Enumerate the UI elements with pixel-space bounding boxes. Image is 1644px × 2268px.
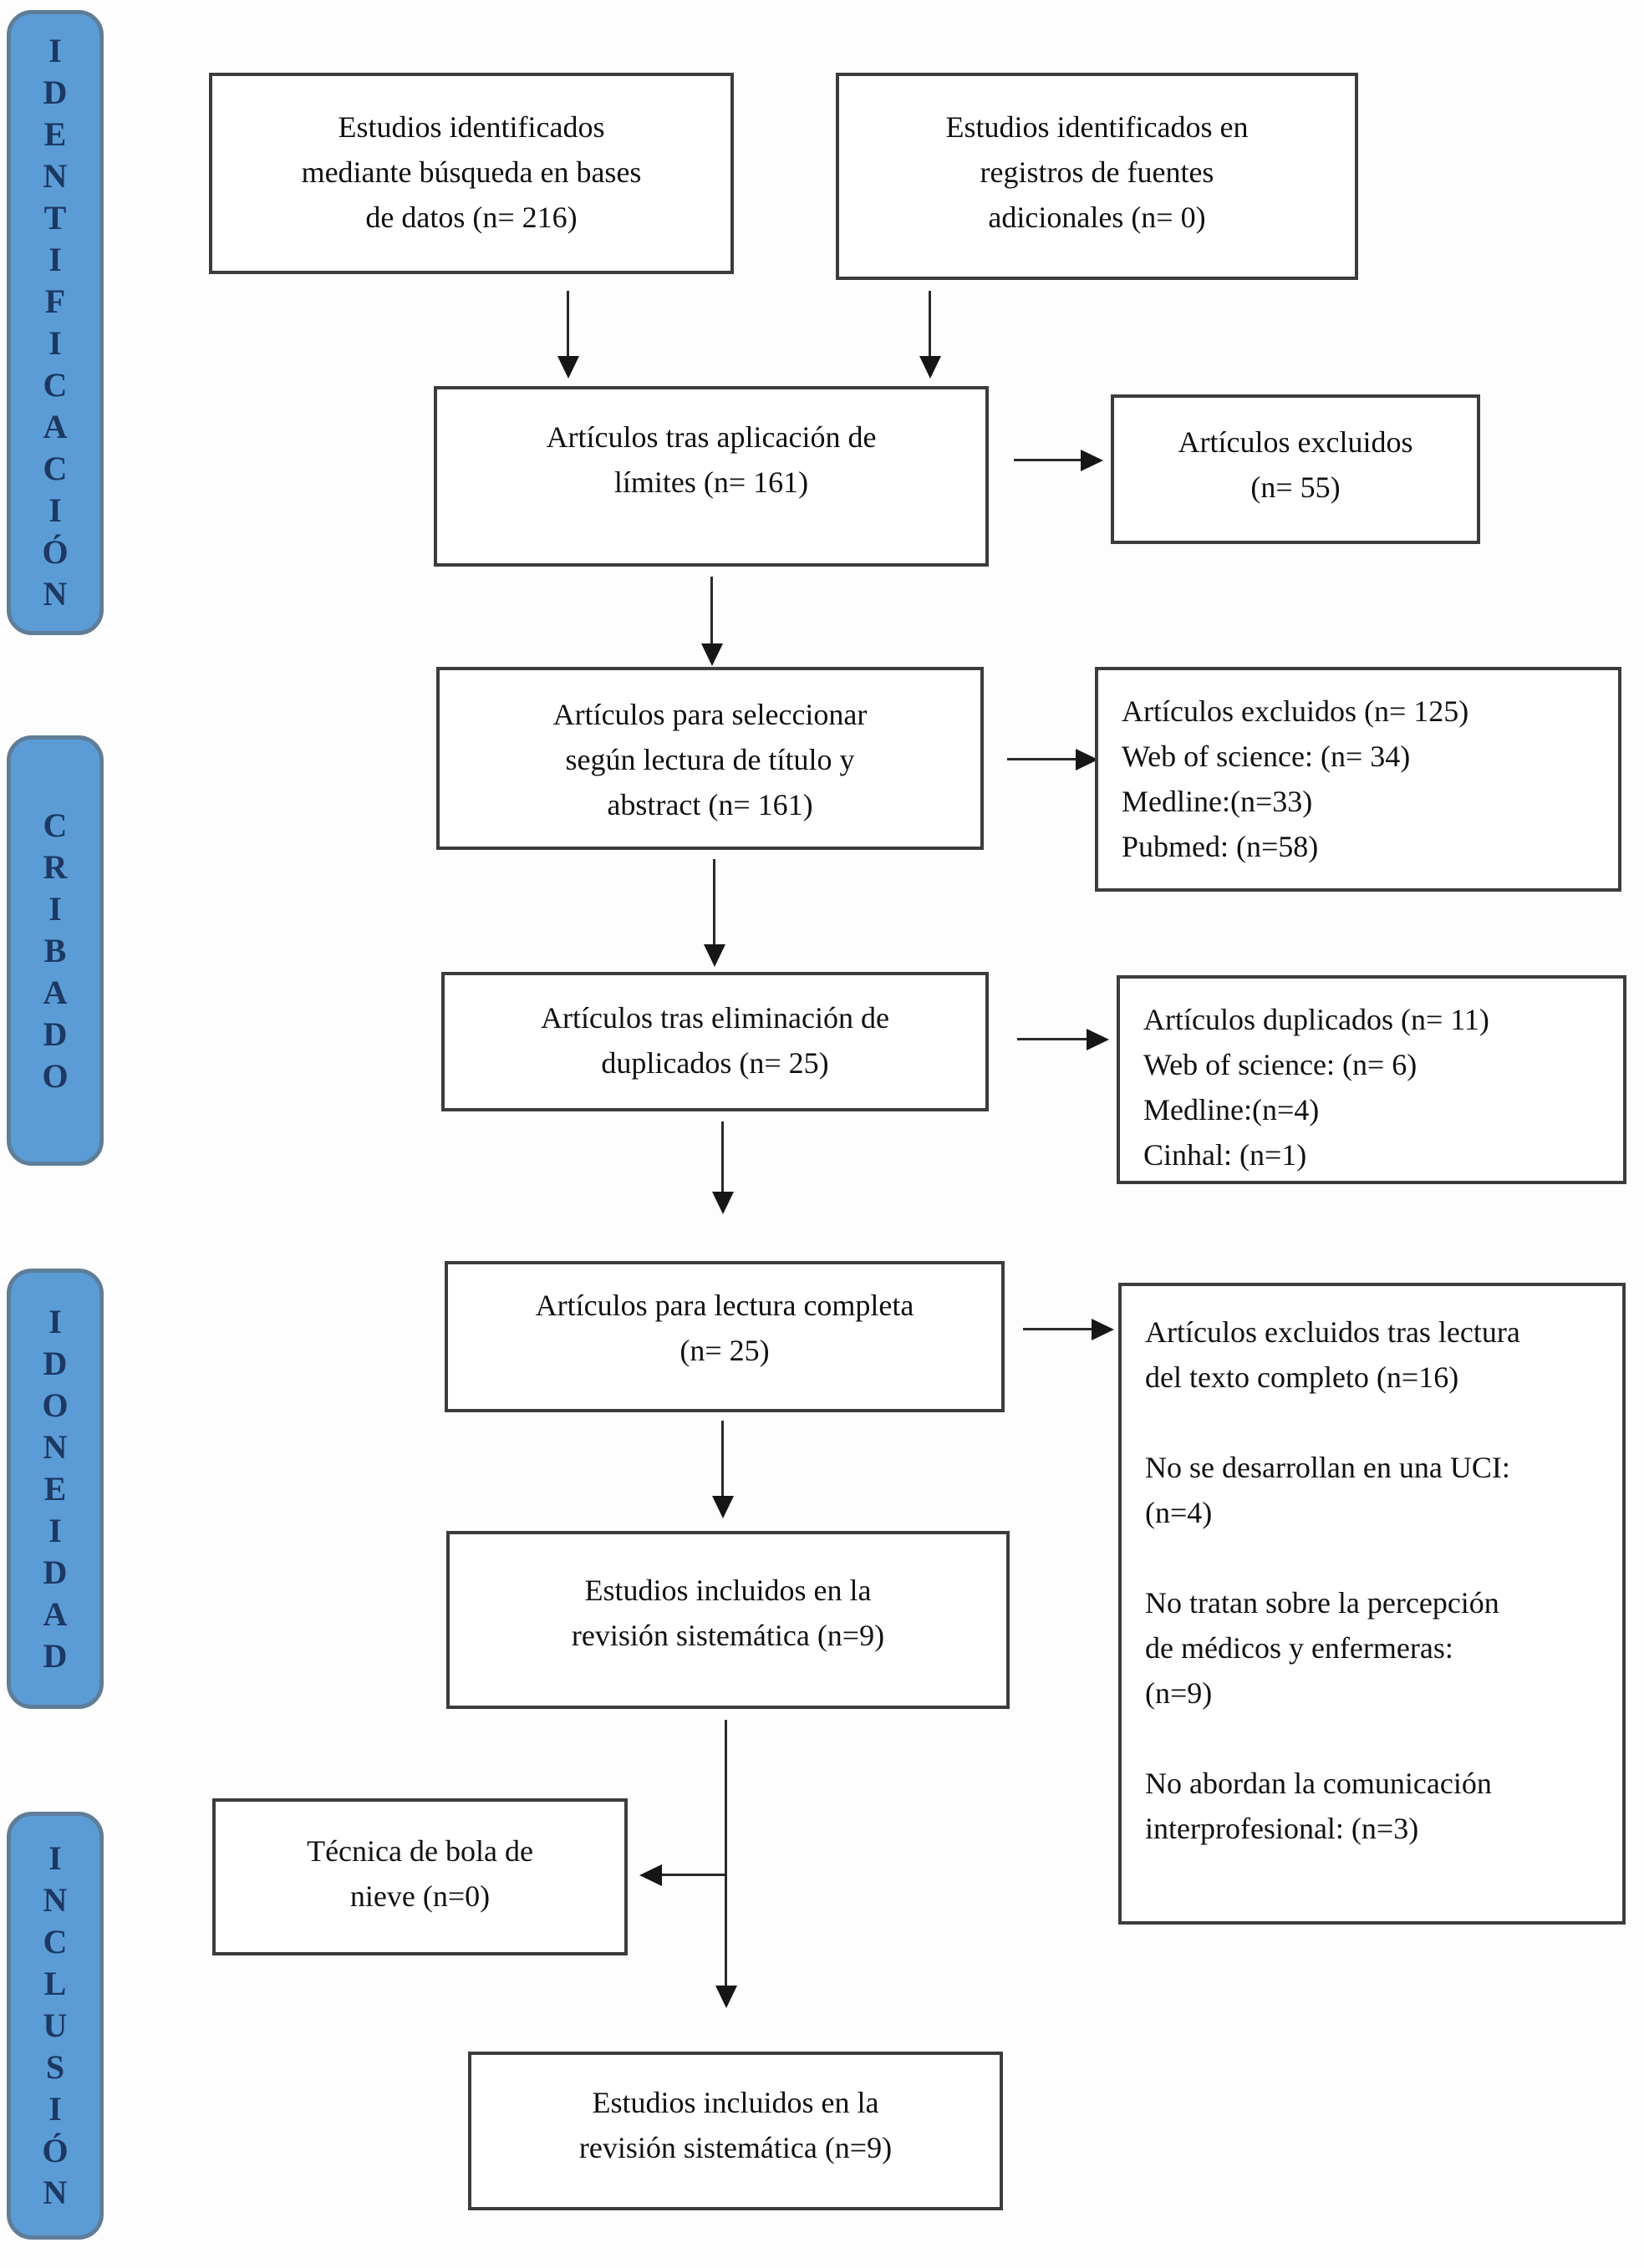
arrow-head-screening-down xyxy=(704,944,725,967)
arrow-line-sources-down xyxy=(929,291,931,358)
arrow-head-fulltext-down xyxy=(712,1496,734,1518)
arrow-line-screening-excluded xyxy=(1007,758,1076,760)
arrow-line-fulltext-excluded xyxy=(1023,1328,1092,1330)
arrow-head-screening-excluded xyxy=(1076,749,1098,770)
arrow-head-limits-excluded xyxy=(1081,450,1103,471)
box-excluded-full-text: Artículos excluidos tras lectura del tex… xyxy=(1118,1283,1626,1925)
box-excluded-screening: Artículos excluidos (n= 125) Web of scie… xyxy=(1095,667,1621,892)
box-database-search: Estudios identificados mediante búsqueda… xyxy=(209,73,734,274)
box-snowball: Técnica de bola de nieve (n=0) xyxy=(212,1798,628,1955)
arrow-head-duplicates-down xyxy=(712,1192,734,1214)
box-full-text: Artículos para lectura completa (n= 25) xyxy=(445,1261,1005,1412)
arrow-line-fulltext-down xyxy=(721,1421,724,1498)
box-additional-sources: Estudios identificados en registros de f… xyxy=(836,73,1358,280)
arrow-line-limits-excluded xyxy=(1014,459,1082,461)
arrow-line-snowball xyxy=(662,1874,726,1876)
box-title-abstract: Artículos para seleccionar según lectura… xyxy=(436,667,984,850)
arrow-head-sources-down xyxy=(919,356,941,379)
box-after-limits: Artículos tras aplicación de límites (n=… xyxy=(434,386,989,567)
arrow-head-duplicates-right xyxy=(1087,1029,1109,1050)
arrow-line-duplicates-right xyxy=(1017,1038,1087,1040)
arrow-line-included-down xyxy=(725,1720,727,1987)
box-included-review: Estudios incluidos en la revisión sistem… xyxy=(446,1531,1010,1709)
stage-inclusion: I N C L U S I Ó N xyxy=(7,1812,104,2240)
stage-idoneidad: I D O N E I D A D xyxy=(7,1269,104,1709)
box-included-final: Estudios incluidos en la revisión sistem… xyxy=(468,2052,1003,2210)
arrow-line-screening-down xyxy=(713,859,715,946)
arrow-head-limits-down xyxy=(701,643,723,666)
arrow-line-duplicates-down xyxy=(721,1121,724,1193)
arrow-head-included-down xyxy=(715,1986,737,2008)
box-after-duplicates: Artículos tras eliminación de duplicados… xyxy=(441,972,989,1111)
arrow-head-db-down xyxy=(557,356,579,379)
arrow-head-fulltext-excluded xyxy=(1092,1319,1114,1340)
arrow-line-db-down xyxy=(567,291,569,358)
stage-cribado: C R I B A D O xyxy=(7,735,104,1166)
arrow-line-limits-down xyxy=(710,577,713,645)
box-duplicates: Artículos duplicados (n= 11) Web of scie… xyxy=(1117,975,1626,1184)
arrow-head-snowball xyxy=(639,1864,662,1886)
box-excluded-limits: Artículos excluidos (n= 55) xyxy=(1111,394,1480,544)
stage-identificacion: I D E N T I F I C A C I Ó N xyxy=(7,10,104,635)
